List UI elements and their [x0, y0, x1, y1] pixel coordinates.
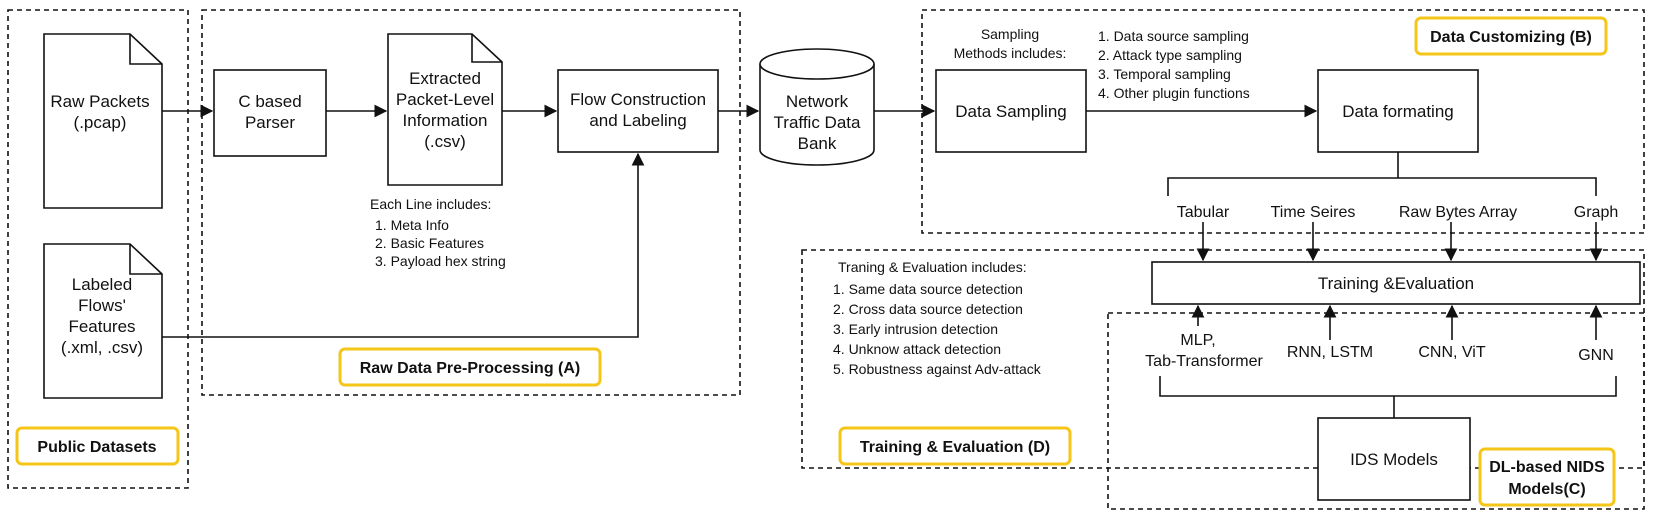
training-eval-item-1: 1. Same data source detection	[833, 281, 1023, 297]
databank-label-line3: Bank	[798, 134, 837, 153]
training-eval-annotation: Traning & Evaluation includes: 1. Same d…	[833, 259, 1042, 377]
region-training-eval	[801, 249, 1645, 469]
extracted-info-document: Extracted Packet-Level Information (.csv…	[387, 33, 503, 186]
flow-construction-label-line2: and Labeling	[589, 111, 686, 130]
tag-training-eval-text: Training & Evaluation (D)	[860, 439, 1050, 456]
each-line-item-2: 2. Basic Features	[375, 235, 484, 251]
training-eval-item-4: 4. Unknow attack detection	[833, 341, 1001, 357]
ids-models-box: IDS Models	[1317, 417, 1471, 501]
sampling-title-line2: Methods includes:	[954, 45, 1067, 61]
ids-models-label: IDS Models	[1350, 450, 1438, 469]
sampling-item-1: 1. Data source sampling	[1098, 28, 1249, 44]
region-dl-nids	[1107, 312, 1645, 510]
c-parser-label-line2: Parser	[245, 113, 295, 132]
model-labels: MLP, Tab-Transformer RNN, LSTM CNN, ViT …	[1145, 332, 1614, 370]
data-formating-label: Data formating	[1342, 102, 1454, 121]
extracted-label-line3: Information	[402, 111, 487, 130]
raw-packets-label-line1: Raw Packets	[50, 92, 149, 111]
labeled-flows-label-line2: Flows'	[78, 296, 126, 315]
training-eval-title: Traning & Evaluation includes:	[838, 259, 1027, 275]
model-gnn: GNN	[1578, 347, 1614, 364]
training-eval-item-5: 5. Robustness against Adv-attack	[833, 361, 1042, 377]
data-sampling-label: Data Sampling	[955, 102, 1067, 121]
region-raw-preprocessing	[201, 9, 741, 396]
c-parser-box: C based Parser	[213, 69, 327, 157]
training-eval-item-3: 3. Early intrusion detection	[833, 321, 998, 337]
labeled-flows-label-line4: (.xml, .csv)	[61, 338, 143, 357]
tag-data-customizing-text: Data Customizing (B)	[1430, 29, 1592, 46]
sampling-item-2: 2. Attack type sampling	[1098, 47, 1242, 63]
format-time-series: Time Seires	[1271, 204, 1356, 221]
format-labels: Tabular Time Seires Raw Bytes Array Grap…	[1177, 204, 1618, 221]
each-line-item-3: 3. Payload hex string	[375, 253, 506, 269]
edge-models-merge	[1159, 376, 1617, 418]
tag-dl-nids-line2: Models(C)	[1508, 481, 1585, 498]
data-sampling-box: Data Sampling	[935, 69, 1087, 153]
edge-labeled-to-flow	[162, 152, 645, 338]
extracted-label-line1: Extracted	[409, 69, 481, 88]
databank-label-line1: Network	[786, 92, 849, 111]
databank-cylinder: Network Traffic Data Bank	[759, 48, 875, 166]
flow-construction-box: Flow Construction and Labeling	[557, 69, 719, 153]
sampling-methods-annotation: Sampling Methods includes: 1. Data sourc…	[954, 26, 1250, 101]
tag-data-customizing: Data Customizing (B)	[1414, 16, 1608, 56]
labeled-flows-label-line3: Features	[68, 317, 135, 336]
raw-packets-label-line2: (.pcap)	[74, 113, 127, 132]
tag-dl-nids: DL-based NIDS Models(C)	[1478, 447, 1616, 507]
extracted-label-line2: Packet-Level	[396, 90, 494, 109]
sampling-item-3: 3. Temporal sampling	[1098, 66, 1231, 82]
raw-packets-document: Raw Packets (.pcap)	[43, 33, 163, 209]
tag-public-datasets-text: Public Datasets	[37, 439, 156, 456]
sampling-title-line1: Sampling	[981, 26, 1039, 42]
each-line-annotation: Each Line includes: 1. Meta Info 2. Basi…	[370, 196, 506, 269]
training-eval-box: Training &Evaluation	[1151, 261, 1641, 305]
tag-raw-preprocessing-text: Raw Data Pre-Processing (A)	[360, 360, 581, 377]
edge-formating-branch	[1167, 152, 1597, 196]
each-line-item-1: 1. Meta Info	[375, 217, 449, 233]
model-mlp-line2: Tab-Transformer	[1145, 353, 1263, 370]
region-public-datasets	[7, 9, 189, 489]
region-data-customizing	[921, 9, 1645, 234]
flow-construction-label-line1: Flow Construction	[570, 90, 706, 109]
format-tabular: Tabular	[1177, 204, 1230, 221]
c-parser-label-line1: C based	[238, 92, 301, 111]
training-eval-label: Training &Evaluation	[1318, 274, 1474, 293]
data-formating-box: Data formating	[1317, 69, 1479, 153]
training-eval-item-2: 2. Cross data source detection	[833, 301, 1023, 317]
each-line-title: Each Line includes:	[370, 196, 491, 212]
format-raw-bytes: Raw Bytes Array	[1399, 204, 1517, 221]
sampling-item-4: 4. Other plugin functions	[1098, 85, 1250, 101]
extracted-label-line4: (.csv)	[424, 132, 466, 151]
model-mlp-line1: MLP,	[1180, 332, 1215, 349]
labeled-flows-document: Labeled Flows' Features (.xml, .csv)	[43, 243, 163, 399]
tag-raw-preprocessing: Raw Data Pre-Processing (A)	[338, 347, 602, 387]
tag-dl-nids-line1: DL-based NIDS	[1489, 459, 1605, 476]
format-graph: Graph	[1574, 204, 1618, 221]
tag-training-eval: Training & Evaluation (D)	[838, 426, 1072, 466]
model-rnn: RNN, LSTM	[1287, 344, 1373, 361]
databank-label-line2: Traffic Data	[774, 113, 861, 132]
tag-public-datasets: Public Datasets	[15, 426, 180, 466]
model-cnn: CNN, ViT	[1418, 344, 1485, 361]
labeled-flows-label-line1: Labeled	[72, 275, 133, 294]
